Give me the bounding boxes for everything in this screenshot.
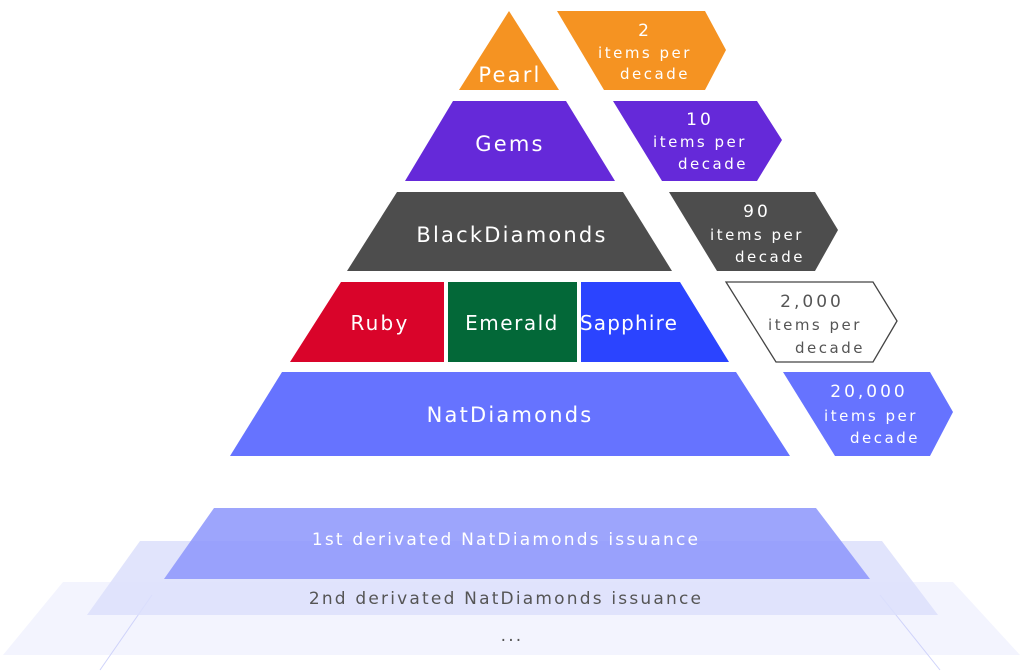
blackdiamonds-shape: [347, 192, 672, 271]
badge-pearl-shape: [557, 11, 726, 90]
tier-blackdiamonds: BlackDiamonds: [347, 192, 672, 271]
badge-gemstones-count: 2,000: [780, 292, 844, 312]
base-layer-1-label: 1st derivated NatDiamonds issuance: [312, 530, 700, 550]
badge-gems-shape: [613, 101, 782, 181]
badge-natdiamonds-line3: decade: [850, 429, 920, 447]
natdiamonds-shape: [230, 372, 790, 456]
gems-label: Gems: [475, 132, 544, 156]
badge-gems-count: 10: [686, 110, 714, 130]
base-layer-3-label: ...: [501, 626, 524, 646]
blackdiamonds-label: BlackDiamonds: [416, 223, 607, 247]
tier-pearl: Pearl: [459, 11, 559, 90]
badge-pearl-line3: decade: [620, 65, 690, 83]
badge-natdiamonds-line2: items per: [824, 407, 918, 425]
badge-blackdiamonds-shape: [669, 192, 838, 271]
badge-gemstones-shape: [724, 281, 898, 363]
badge-gems-line2: items per: [653, 133, 747, 151]
tier-natdiamonds: NatDiamonds: [230, 372, 790, 456]
base-layer-2-label: 2nd derivated NatDiamonds issuance: [309, 589, 703, 609]
badge-blackdiamonds: 90 items per decade: [669, 192, 838, 271]
badge-natdiamonds: 20,000 items per decade: [783, 372, 953, 456]
sapphire-label: Sapphire: [580, 311, 678, 335]
base-layer-1: 1st derivated NatDiamonds issuance: [164, 508, 870, 579]
base-layer-1-shape: [164, 508, 870, 579]
tier-gems: Gems: [405, 101, 615, 181]
pearl-label: Pearl: [478, 63, 541, 87]
emerald-shape: [448, 282, 577, 362]
badge-natdiamonds-shape: [783, 372, 953, 456]
badge-blackdiamonds-count: 90: [743, 202, 771, 222]
badge-gems: 10 items per decade: [613, 101, 782, 181]
emerald-label: Emerald: [465, 311, 559, 335]
badge-blackdiamonds-line3: decade: [735, 248, 805, 266]
gems-shape: [405, 101, 615, 181]
badge-natdiamonds-count: 20,000: [830, 382, 907, 402]
tier-gemstones: Ruby Emerald Sapphire: [290, 282, 729, 362]
natdiamonds-label: NatDiamonds: [427, 403, 594, 427]
pearl-shape: [459, 11, 559, 90]
badge-pearl-count: 2: [638, 21, 652, 41]
sapphire-shape: [581, 282, 729, 362]
ruby-shape: [290, 282, 444, 362]
badge-gemstones-line3: decade: [795, 339, 865, 357]
badge-pearl: 2 items per decade: [557, 11, 726, 90]
badge-blackdiamonds-line2: items per: [710, 226, 804, 244]
badge-gemstones-line2: items per: [768, 316, 862, 334]
badge-gemstones: 2,000 items per decade: [724, 281, 898, 363]
ruby-label: Ruby: [350, 311, 409, 335]
badge-pearl-line2: items per: [598, 44, 692, 62]
badge-gems-line3: decade: [678, 155, 748, 173]
